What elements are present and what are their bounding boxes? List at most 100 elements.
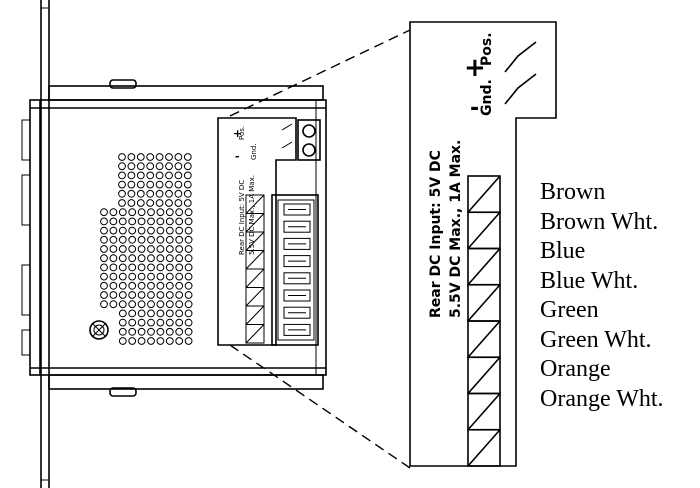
vent-hole — [136, 171, 145, 180]
vent-hole — [174, 189, 183, 198]
plug-pin — [283, 220, 311, 233]
vent-hole — [137, 337, 146, 345]
vent-hole — [109, 300, 118, 309]
vent-hole — [127, 199, 136, 207]
vent-hole — [183, 153, 192, 161]
screw-icon — [89, 320, 109, 340]
vent-hole — [100, 272, 108, 281]
vent-hole — [128, 327, 137, 336]
plug-pin — [283, 323, 311, 336]
vent-hole — [147, 245, 155, 253]
vent-hole — [175, 337, 184, 345]
vent-hole — [147, 318, 155, 327]
vent-hole — [109, 263, 118, 272]
vent-hole — [109, 245, 118, 253]
vent-hole — [147, 337, 155, 345]
vent-hole — [184, 318, 193, 327]
vent-hole — [175, 300, 184, 309]
vent-hole — [137, 281, 146, 290]
vent-hole — [118, 337, 127, 345]
vent-hole — [137, 327, 146, 336]
minus-sign: - — [470, 96, 479, 121]
vent-hole — [156, 217, 165, 226]
plug-pin — [283, 255, 311, 268]
vent-hole — [100, 281, 108, 290]
enlarged-terminal-slot — [467, 428, 501, 467]
vent-hole — [118, 199, 126, 207]
enlarged-terminal-slot-diagonal — [467, 356, 501, 395]
vent-hole — [137, 245, 146, 253]
vent-hole — [165, 180, 173, 189]
vent-hole — [147, 235, 155, 244]
terminal-slot-diagonal — [245, 305, 265, 325]
vent-hole — [100, 235, 108, 244]
vent-hole — [184, 254, 193, 263]
pos-label: Pos. — [479, 32, 495, 66]
vent-hole — [137, 300, 146, 309]
vent-hole — [156, 309, 165, 318]
vent-hole — [118, 318, 127, 327]
vent-hole — [137, 309, 146, 318]
vent-hole — [147, 281, 155, 290]
wire-color-label: Blue Wht. — [540, 267, 639, 294]
vent-hole — [128, 235, 137, 244]
vent-hole — [184, 226, 193, 235]
vent-hole — [136, 199, 145, 207]
side-edge-tabs — [21, 119, 31, 356]
vent-hole — [137, 235, 146, 244]
vent-hole — [118, 300, 127, 309]
zoom-leader-lines — [229, 29, 411, 469]
vent-hole — [127, 171, 136, 180]
vent-hole — [147, 254, 155, 263]
vent-hole — [118, 208, 127, 217]
vent-hole — [155, 199, 164, 207]
vent-hole — [184, 300, 193, 309]
vent-hole — [147, 217, 155, 226]
vent-hole — [183, 180, 192, 189]
vent-hole — [156, 226, 165, 235]
vent-hole — [100, 263, 108, 272]
vent-hole — [184, 291, 193, 299]
vent-hole — [128, 281, 137, 290]
terminal-slot-diagonal — [245, 213, 265, 233]
vent-hole — [147, 272, 155, 281]
vent-hole — [118, 263, 127, 272]
vent-hole — [165, 162, 173, 171]
enlarged-terminal-slot-diagonal — [467, 320, 501, 358]
vent-hole — [165, 235, 174, 244]
vent-hole — [118, 254, 127, 263]
vent-hole — [128, 217, 137, 226]
vent-hole — [109, 235, 118, 244]
vent-hole — [147, 226, 155, 235]
vent-hole — [165, 263, 174, 272]
vent-hole — [100, 254, 108, 263]
vent-hole — [175, 208, 184, 217]
vent-hole — [146, 189, 155, 198]
wire-color-label: Green — [540, 297, 599, 323]
vent-hole — [127, 153, 136, 161]
enlarged-terminal-slot-diagonal — [467, 284, 501, 322]
vent-hole — [184, 263, 193, 272]
vent-hole — [165, 199, 173, 207]
vent-hole — [128, 300, 137, 309]
vent-hole — [118, 245, 127, 253]
terminal-slot-diagonal — [245, 250, 265, 270]
vent-hole — [128, 254, 137, 263]
vent-hole — [128, 291, 137, 299]
vent-hole — [156, 337, 165, 345]
terminal-slot-diagonal — [245, 287, 265, 307]
vent-hole — [156, 327, 165, 336]
vent-hole — [146, 180, 155, 189]
plug-pin — [283, 272, 311, 285]
vent-hole — [137, 254, 146, 263]
vent-hole — [147, 327, 155, 336]
vent-hole — [128, 309, 137, 318]
vent-hole — [165, 153, 173, 161]
vent-hole — [136, 180, 145, 189]
vent-hole — [118, 217, 127, 226]
vent-hole — [127, 189, 136, 198]
vent-hole — [165, 337, 174, 345]
vent-hole — [100, 291, 108, 299]
vent-hole — [127, 180, 136, 189]
